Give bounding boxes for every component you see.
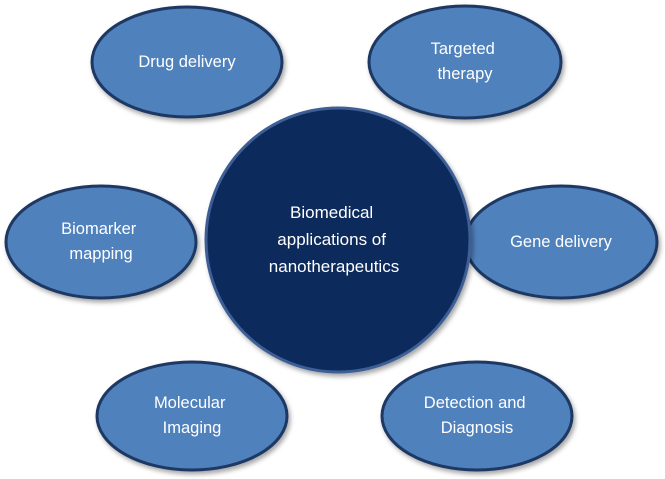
node-targeted-therapy-shape [367, 4, 563, 120]
node-targeted-therapy: Targeted therapy [367, 4, 563, 120]
node-detection-and-diagnosis-shape [380, 360, 574, 472]
node-detection-and-diagnosis: Detection and Diagnosis [380, 360, 574, 472]
node-gene-delivery: Gene delivery [463, 184, 659, 300]
node-drug-delivery-shape [90, 5, 284, 119]
node-biomarker-mapping-label: Biomarker mapping [61, 220, 141, 263]
node-molecular-imaging-shape [95, 360, 289, 472]
node-targeted-therapy-label: Targeted therapy [431, 40, 500, 83]
node-biomarker-mapping: Biomarker mapping [4, 184, 198, 300]
node-biomarker-mapping-shape [4, 184, 198, 300]
center-node: Biomedical applications of nanotherapeut… [204, 106, 472, 374]
node-molecular-imaging: Molecular Imaging [95, 360, 289, 472]
center-node-label: Biomedical applications of nanotherapeut… [269, 203, 399, 276]
node-molecular-imaging-label: Molecular Imaging [154, 394, 230, 437]
node-detection-and-diagnosis-label: Detection and Diagnosis [424, 394, 530, 437]
node-drug-delivery: Drug delivery [90, 5, 284, 119]
center-node-shape [204, 106, 472, 374]
node-drug-delivery-label: Drug delivery [138, 53, 236, 71]
node-gene-delivery-label: Gene delivery [510, 233, 613, 251]
